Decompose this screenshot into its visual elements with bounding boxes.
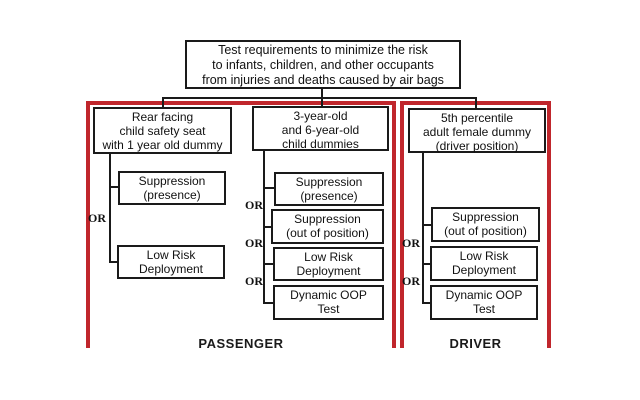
rear-facing-seat-header-box: Rear facing child safety seat with 1 yea… (93, 107, 232, 154)
dynamic-oop-test-box: Dynamic OOP Test (273, 285, 384, 320)
option-line: Dynamic OOP (445, 288, 523, 302)
suppression-out-of-position-box: Suppression (out of position) (431, 207, 540, 242)
header-line: Rear facing (131, 110, 194, 124)
header-line: with 1 year old dummy (102, 138, 223, 152)
or-label: OR (402, 236, 420, 250)
connector-line (475, 97, 477, 110)
option-line: Deployment (451, 263, 517, 277)
option-line: Low Risk (459, 249, 509, 263)
suppression-out-of-position-box: Suppression (out of position) (271, 209, 384, 244)
child-dummies-header-box: 3-year-old and 6-year-old child dummies (252, 106, 389, 151)
option-line: Suppression (295, 175, 363, 189)
connector-line (321, 97, 323, 107)
low-risk-deployment-box: Low Risk Deployment (273, 247, 384, 281)
option-line: (out of position) (286, 226, 369, 240)
option-line: Suppression (138, 174, 206, 188)
option-line: (out of position) (444, 224, 527, 238)
header-line: 3-year-old (293, 109, 348, 123)
driver-section-label: DRIVER (449, 336, 502, 351)
connector-line (265, 187, 274, 189)
title-line: Test requirements to minimize the risk (218, 43, 428, 57)
connector-line (109, 153, 111, 263)
option-line: Deployment (138, 262, 204, 276)
option-line: Test (317, 302, 340, 316)
connector-line (265, 263, 273, 265)
title-line: to infants, children, and other occupant… (212, 58, 434, 72)
option-line: Dynamic OOP (290, 288, 367, 302)
adult-female-dummy-header-box: 5th percentile adult female dummy (drive… (408, 108, 546, 153)
connector-line (265, 302, 273, 304)
or-label: OR (245, 198, 263, 212)
header-line: 5th percentile (440, 111, 514, 125)
option-line: Deployment (296, 264, 361, 278)
header-line: child safety seat (119, 124, 206, 138)
or-label: OR (402, 274, 420, 288)
option-line: (presence) (300, 189, 358, 203)
passenger-section-frame (86, 101, 396, 348)
connector-line (111, 261, 118, 263)
option-line: Test (472, 302, 495, 316)
connector-line (424, 224, 431, 226)
low-risk-deployment-box: Low Risk Deployment (117, 245, 225, 279)
connector-line (321, 88, 323, 99)
or-label: OR (245, 236, 263, 250)
header-line: (driver position) (435, 139, 519, 153)
header-line: and 6-year-old (281, 123, 360, 137)
connector-line (424, 302, 430, 304)
option-line: Suppression (294, 212, 361, 226)
connector-line (422, 152, 424, 304)
dynamic-oop-test-box: Dynamic OOP Test (430, 285, 538, 320)
connector-line (162, 97, 477, 99)
suppression-presence-box: Suppression (presence) (118, 171, 226, 205)
title-box: Test requirements to minimize the risk t… (185, 40, 461, 89)
low-risk-deployment-box: Low Risk Deployment (430, 246, 538, 281)
title-line: from injuries and deaths caused by air b… (202, 73, 444, 87)
option-line: (presence) (143, 188, 201, 202)
connector-line (263, 150, 265, 304)
passenger-section-label: PASSENGER (198, 336, 284, 351)
or-label: OR (245, 274, 263, 288)
or-label: OR (88, 211, 106, 225)
header-line: child dummies (282, 137, 359, 151)
suppression-presence-box: Suppression (presence) (274, 172, 384, 206)
option-line: Low Risk (146, 248, 196, 262)
connector-line (265, 226, 271, 228)
option-line: Low Risk (304, 250, 353, 264)
connector-line (424, 263, 430, 265)
connector-line (162, 97, 164, 108)
connector-line (111, 186, 119, 188)
option-line: Suppression (452, 210, 519, 224)
header-line: adult female dummy (422, 125, 532, 139)
